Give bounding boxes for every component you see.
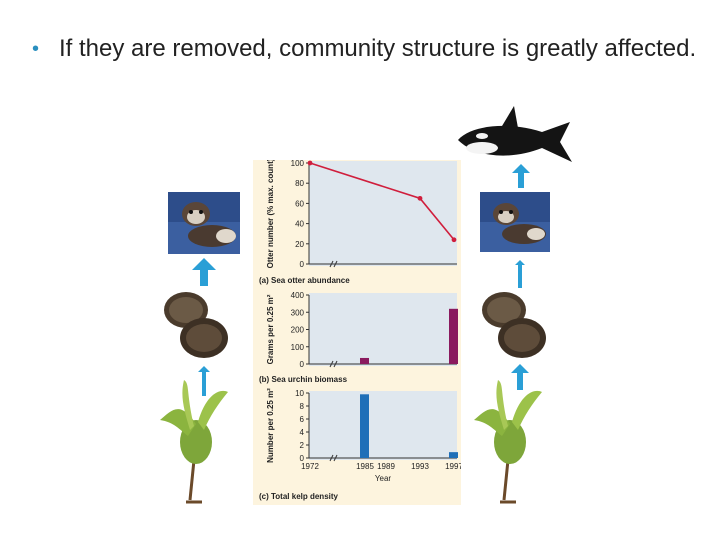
orca-illustration [458, 106, 572, 162]
y-tick-label: 2 [300, 441, 305, 450]
bar [360, 357, 369, 364]
y-axis-label: Grams per 0.25 m² [266, 294, 275, 364]
plot-area [309, 161, 457, 266]
y-axis-label: Number per 0.25 m² [266, 388, 275, 463]
panel-caption: (b) Sea urchin biomass [259, 375, 348, 384]
data-point [417, 195, 423, 201]
y-tick-label: 100 [291, 343, 305, 352]
urchin-photo [482, 292, 546, 358]
bullet-item: • If they are removed, community structu… [32, 34, 702, 64]
axis-break-mark [333, 260, 338, 268]
y-tick-label: 80 [295, 179, 304, 188]
axis-break-mark [333, 360, 338, 368]
x-axis-label: Year [375, 474, 392, 483]
x-tick-label: 1972 [301, 462, 319, 471]
axis-break-mark [329, 260, 334, 268]
arrow-up-icon [515, 260, 525, 288]
plot-area [309, 391, 457, 460]
axis-break-mark [329, 360, 334, 368]
bullet-text: If they are removed, community structure… [59, 35, 697, 62]
plot-area [309, 293, 457, 366]
panel-caption: (a) Sea otter abundance [259, 276, 350, 285]
y-tick-label: 0 [300, 360, 305, 369]
urchin-photo [164, 292, 228, 358]
x-tick-label: 1997 [445, 462, 461, 471]
bar [449, 308, 458, 364]
y-tick-label: 0 [300, 260, 305, 269]
y-tick-label: 6 [300, 415, 305, 424]
x-tick-label: 1985 [356, 462, 374, 471]
bullet-icon: • [32, 38, 40, 60]
x-tick-label: 1993 [411, 462, 429, 471]
x-tick-label: 1989 [377, 462, 395, 471]
y-tick-label: 10 [295, 389, 304, 398]
kelp-illustration [474, 380, 542, 504]
kelp-illustration [160, 380, 228, 504]
data-point [451, 237, 457, 243]
bar [360, 394, 369, 458]
y-axis-label: Otter number (% max. count) [266, 160, 275, 268]
y-tick-label: 200 [291, 326, 305, 335]
y-tick-label: 400 [291, 291, 305, 300]
arrow-up-icon [512, 164, 530, 188]
bar [449, 452, 458, 458]
y-tick-label: 8 [300, 402, 305, 411]
sea-otter-photo [168, 192, 240, 254]
panel-caption: (c) Total kelp density [259, 492, 339, 501]
sea-otter-photo [480, 192, 550, 252]
axis-break-mark [329, 454, 334, 462]
y-tick-label: 100 [291, 160, 305, 168]
data-point [307, 160, 313, 166]
arrow-up-icon [511, 364, 529, 390]
y-tick-label: 300 [291, 308, 305, 317]
y-tick-label: 4 [300, 428, 305, 437]
arrow-up-icon [198, 366, 210, 396]
y-tick-label: 0 [300, 454, 305, 463]
y-tick-label: 40 [295, 220, 304, 229]
axis-break-mark [333, 454, 338, 462]
arrow-up-icon [192, 258, 216, 286]
y-tick-label: 60 [295, 199, 304, 208]
y-tick-label: 20 [295, 240, 304, 249]
